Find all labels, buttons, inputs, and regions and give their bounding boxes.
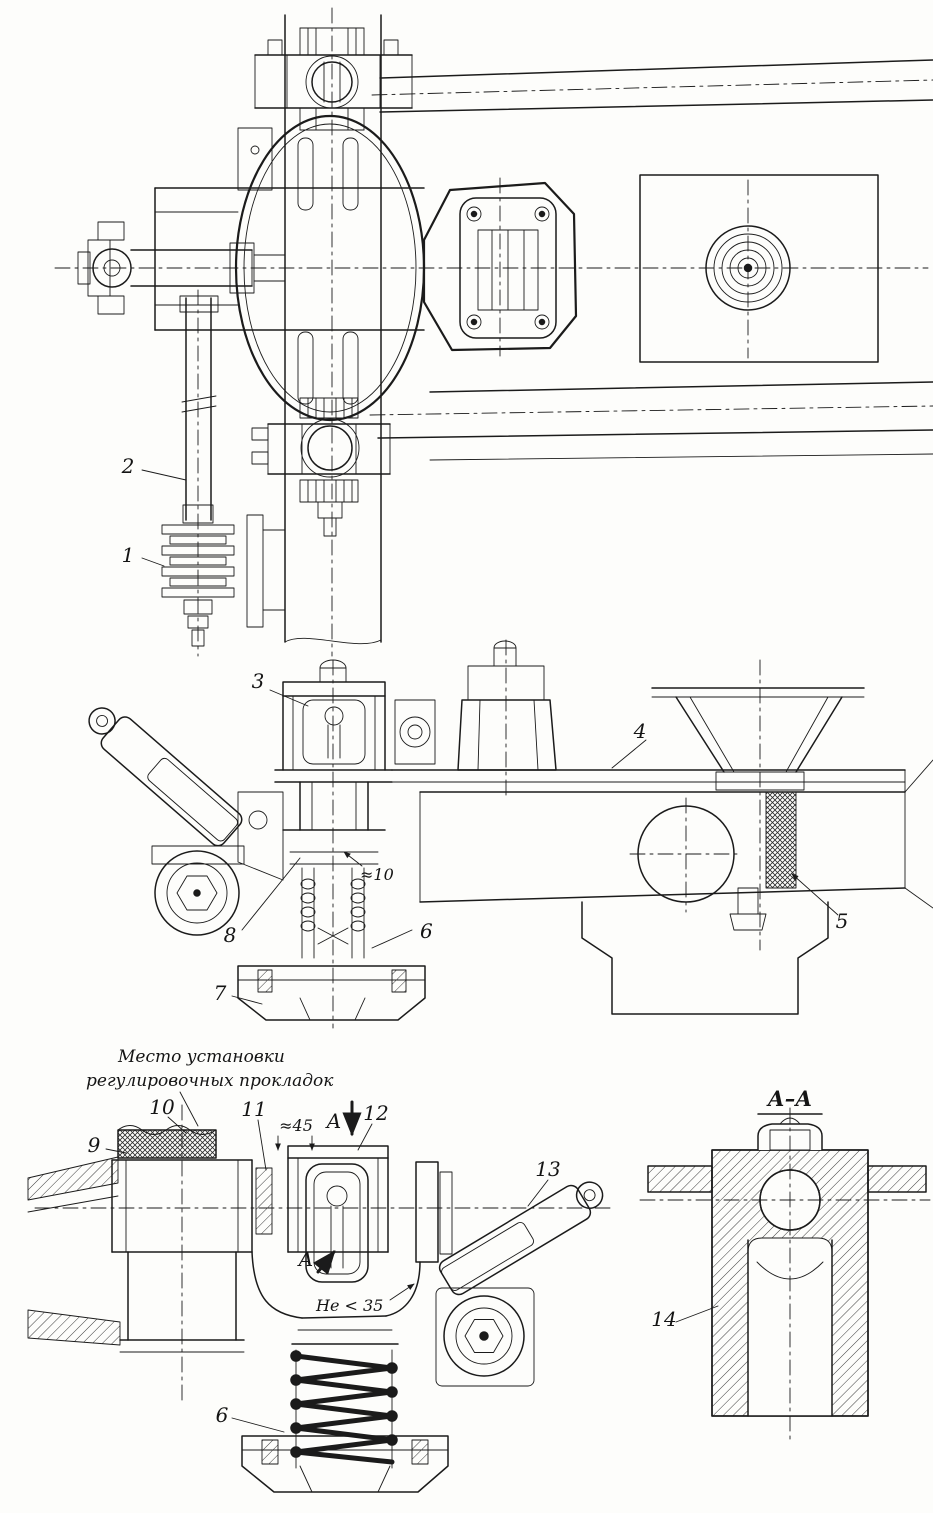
leader-1 [141,557,165,567]
frame-rail-lower [369,381,933,461]
callout-6-detail: 6 [216,1403,229,1427]
callout-4: 4 [633,719,647,743]
side-elevation-view: 3 4 5 8 ≈10 6 7 [88,639,933,1029]
leader-5 [791,873,839,916]
section-a-a: А–А 14 [639,1086,931,1441]
callout-7: 7 [214,981,227,1005]
callout-8: 8 [224,923,237,947]
leader-12 [357,1123,373,1151]
leader-3 [269,689,309,707]
support-plates [415,1161,453,1263]
callout-12: 12 [363,1101,388,1125]
leader-13 [527,1179,549,1207]
leader-6-mid [371,929,413,949]
dim-approx45: ≈45 [279,1116,313,1135]
dim35-arrow [389,1283,415,1301]
plan-view: 2 1 [54,7,933,657]
bearing-housing [394,699,436,765]
leader-6-detail [231,1417,285,1433]
tie-rod-assembly [77,221,286,315]
rail-section-right [867,1165,927,1193]
view-arrow-a-top-label: А [324,1109,341,1133]
callout-5: 5 [836,909,849,933]
leader-10 [167,1116,187,1134]
frame-plate [639,174,879,363]
leader-dim10 [343,851,363,867]
leader-4 [611,739,647,769]
frame-tube-upper [27,1156,119,1213]
callout-10: 10 [149,1095,175,1119]
callout-13: 13 [535,1157,560,1181]
leader-note [179,1091,199,1127]
beam-pedestal [457,639,557,801]
spring-bracket [241,1435,449,1493]
leader-8 [241,857,301,931]
rail-section-left [647,1165,713,1193]
cylinder-housing [27,1104,616,1401]
leader-7 [231,995,263,1005]
shim-note-line2: регулировочных прокладок [86,1071,334,1091]
frame-rail-upper [371,59,933,113]
bushing-hex-detail [435,1287,535,1387]
spring-mount-bracket [154,127,425,331]
rubber-spacer [765,791,797,889]
valve-linkage [300,867,366,959]
dim-approx10: ≈10 [360,865,394,884]
callout-1: 1 [122,543,135,567]
frame-cross-member [284,7,382,657]
upper-flange-joint [254,27,413,131]
leader-2 [141,469,187,481]
coil-spring [290,1349,398,1469]
octagonal-seat [422,177,578,357]
bottom-bracket [237,965,426,1021]
leader-14 [675,1305,719,1323]
callout-9: 9 [88,1133,101,1157]
axle-beam [391,759,933,913]
lower-pedestal [581,901,829,1015]
adjusting-washers [255,1167,273,1235]
dim-not-less-35: Не < 35 [315,1296,383,1315]
pivot-bracket [237,791,284,881]
callout-11: 11 [241,1097,266,1121]
detail-view: Место установки регулировочных прокладок [27,1047,616,1493]
callout-2: 2 [121,454,135,478]
leader-11 [257,1119,267,1171]
section-body [639,1107,931,1441]
callout-3: 3 [252,669,265,693]
funnel-support [651,659,865,951]
leader-9 [105,1148,127,1154]
bushing-hex-nut [151,845,245,936]
lower-flange-joint [251,397,391,537]
shock-absorber-detail [438,1181,604,1296]
shock-absorber [88,707,243,847]
section-title: А–А [766,1086,813,1111]
adjusting-shims [117,1125,217,1159]
view-arrow-a-bottom-label: А [296,1247,313,1271]
callout-14: 14 [651,1307,676,1331]
central-pillar [274,659,393,865]
shim-note-line1: Место установки [117,1047,285,1067]
steering-link-spring-pack [161,289,286,657]
callout-6-mid: 6 [420,919,433,943]
view-arrow-a-bottom [313,1250,336,1275]
